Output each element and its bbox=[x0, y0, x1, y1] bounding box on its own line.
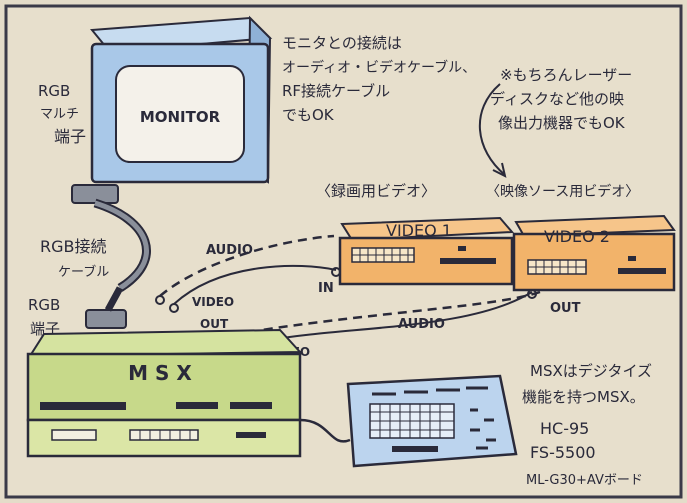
video-out-label: VIDEO OUT bbox=[192, 295, 234, 331]
video1-button bbox=[458, 246, 466, 251]
model-mlg30: ML-G30+AVボード bbox=[526, 473, 643, 488]
rgb-multi-terminal-label: RGB マルチ 端子 bbox=[38, 82, 86, 146]
note-monitor-line2: オーディオ・ビデオケーブル、 bbox=[282, 59, 476, 76]
msx-top-face bbox=[28, 328, 303, 358]
note-monitor-line4: でもOK bbox=[282, 106, 335, 124]
laser-note-arrowhead bbox=[492, 162, 507, 178]
recording-video-heading: 〈録画用ビデオ〉 bbox=[316, 182, 436, 200]
msx-vent-grid bbox=[139, 430, 191, 440]
video-out-line2: OUT bbox=[200, 317, 229, 331]
video1-slot bbox=[440, 258, 496, 264]
rgb-cable-fill bbox=[94, 200, 149, 291]
laser-note-arrow bbox=[478, 83, 506, 176]
note-msx-line1: MSXはデジタイズ bbox=[530, 362, 652, 380]
rgb-port-line1: RGB bbox=[28, 296, 60, 314]
keyboard-cursor-keys bbox=[470, 408, 496, 450]
msx-slot-right-1 bbox=[176, 402, 218, 409]
rgb-multi-line3: 端子 bbox=[54, 127, 86, 146]
note-monitor-line1: モニタとの接続は bbox=[282, 34, 402, 52]
audio-label-top: AUDIO bbox=[206, 243, 253, 258]
note-laser-line3: 像出力機器でもOK bbox=[498, 114, 626, 132]
keyboard-key-grid-lines bbox=[370, 404, 454, 438]
jack-video2-out bbox=[527, 289, 537, 299]
video1-in-label: IN bbox=[318, 281, 334, 296]
video2-out-label: OUT bbox=[550, 301, 581, 316]
msx-label: M S X bbox=[128, 361, 192, 385]
msx-vent-left bbox=[51, 429, 97, 441]
msx-models: HC-95 FS-5500 ML-G30+AVボード bbox=[526, 419, 643, 488]
note-msx-line2: 機能を持つMSX。 bbox=[522, 388, 645, 406]
video-out-line1: VIDEO bbox=[192, 295, 234, 309]
video-cable-to-video1 bbox=[173, 264, 337, 305]
rgb-plug-top bbox=[71, 184, 119, 204]
video2-button bbox=[628, 256, 636, 261]
video1-deck: VIDEO 1 bbox=[338, 216, 515, 286]
rgb-plug-neck bbox=[104, 286, 124, 312]
monitor-screen bbox=[115, 65, 245, 163]
msx-slot-right-2 bbox=[230, 402, 272, 409]
rgb-multi-line1: RGB bbox=[38, 82, 70, 100]
rgb-cable-line1: RGB接続 bbox=[40, 237, 107, 256]
jack-video-out bbox=[169, 303, 179, 313]
keyboard-cable bbox=[299, 418, 351, 443]
note-laser-line1: ※もちろんレーザー bbox=[500, 66, 632, 84]
keyboard bbox=[346, 374, 518, 468]
rgb-plug-bottom bbox=[85, 309, 127, 329]
jack-video1-in bbox=[331, 267, 341, 277]
msx-computer: M S X bbox=[26, 328, 303, 458]
video2-panel-grid bbox=[528, 260, 586, 274]
audio-cable-to-video1 bbox=[159, 234, 335, 297]
msx-button bbox=[236, 432, 266, 438]
video2-slot bbox=[618, 268, 666, 274]
note-monitor-line3: RF接続ケーブル bbox=[282, 82, 390, 100]
video2-label: VIDEO 2 bbox=[544, 227, 610, 246]
keyboard-space-bar bbox=[392, 446, 438, 452]
msx-vent-mid bbox=[129, 429, 199, 441]
source-video-heading: 〈映像ソース用ビデオ〉 bbox=[486, 183, 639, 200]
msx-note: MSXはデジタイズ 機能を持つMSX。 bbox=[522, 362, 652, 406]
monitor: MONITOR bbox=[90, 15, 273, 184]
video2-deck: VIDEO 2 bbox=[512, 214, 676, 292]
video1-label: VIDEO 1 bbox=[386, 221, 452, 240]
rgb-cable bbox=[71, 184, 151, 329]
rgb-cable-label: RGB接続 ケーブル bbox=[40, 237, 109, 280]
video-cable-from-video2 bbox=[269, 291, 533, 341]
rgb-multi-line2: マルチ bbox=[40, 107, 79, 122]
laser-disc-note: ※もちろんレーザー ディスクなど他の映 像出力機器でもOK bbox=[490, 66, 632, 132]
jack-audio-out bbox=[155, 295, 165, 305]
model-fs5500: FS-5500 bbox=[530, 443, 596, 462]
monitor-connection-note: モニタとの接続は オーディオ・ビデオケーブル、 RF接続ケーブル でもOK bbox=[282, 34, 476, 124]
video1-top-face bbox=[340, 216, 515, 242]
model-hc95: HC-95 bbox=[540, 419, 589, 438]
monitor-label: MONITOR bbox=[140, 108, 221, 126]
video2-top-face bbox=[514, 214, 676, 238]
keyboard-top-row bbox=[372, 386, 488, 396]
video1-panel-grid bbox=[352, 248, 414, 262]
msx-slot-left bbox=[40, 402, 126, 410]
note-laser-line2: ディスクなど他の映 bbox=[490, 90, 624, 108]
rgb-cable-line2: ケーブル bbox=[58, 264, 109, 280]
